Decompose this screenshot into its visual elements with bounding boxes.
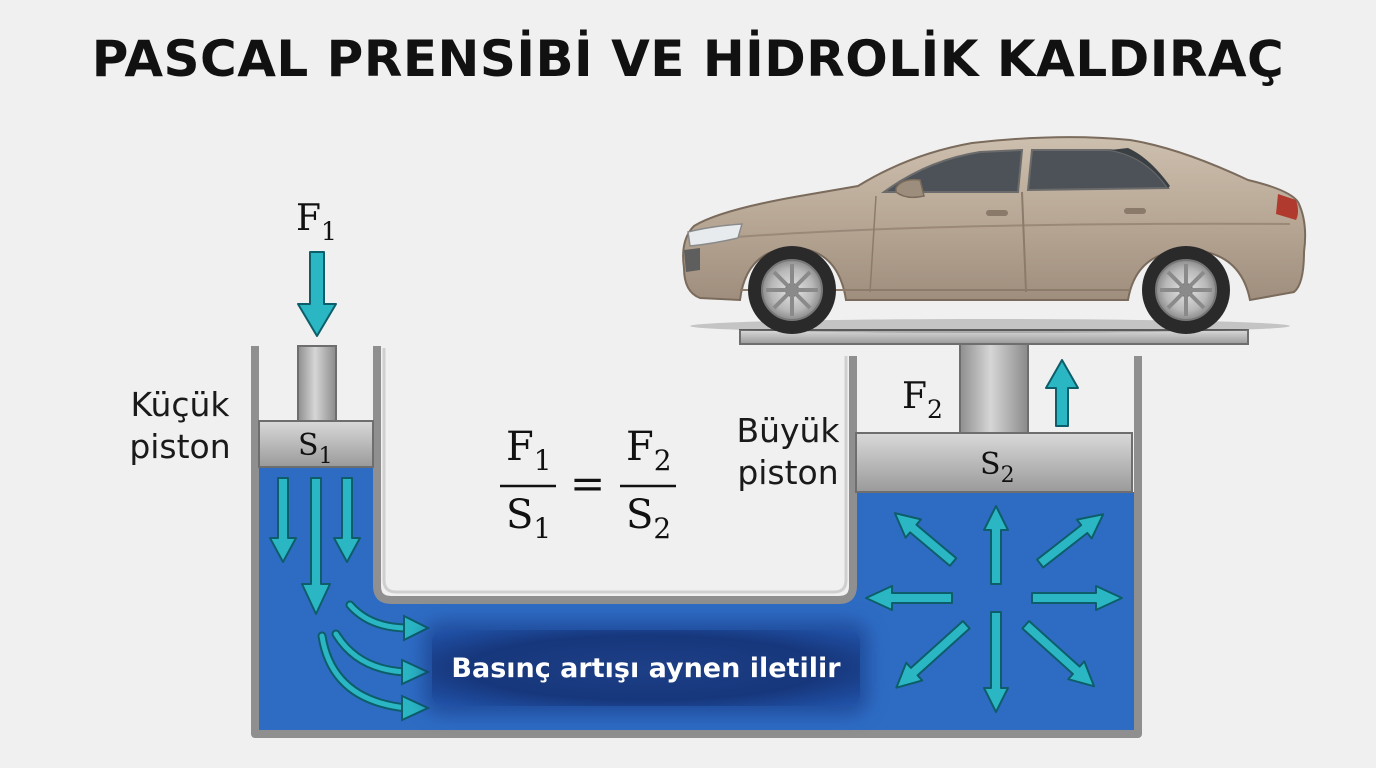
large-piston-head <box>855 432 1133 493</box>
large-piston: S2 <box>739 329 1249 493</box>
large-piston-area-label: S2 <box>980 447 1015 488</box>
large-piston-label: Büyük piston <box>736 410 840 494</box>
force-f2-label: F2 <box>902 376 943 424</box>
small-piston-area-label: S1 <box>298 428 333 469</box>
small-cylinder-flow-arrows <box>269 477 361 615</box>
large-piston-label-line1: Büyük <box>736 411 840 450</box>
large-piston-rod <box>959 343 1029 435</box>
vessel-outer-wall <box>251 346 1142 738</box>
formula-left-denominator: S1 <box>506 492 551 545</box>
car-rear-wheel <box>1142 246 1230 334</box>
small-piston-rod <box>297 345 337 423</box>
channel-flow-arrows <box>317 600 431 722</box>
large-piston-label-line2: piston <box>737 453 839 492</box>
small-piston-label-line1: Küçük <box>130 385 230 424</box>
pressure-transmission-banner: Basınç artışı aynen iletilir <box>432 630 860 706</box>
formula-right-numerator: F2 <box>626 424 672 477</box>
car-front-wheel <box>748 246 836 334</box>
radial-pressure-arrows <box>865 505 1123 713</box>
vessel-inner-wall <box>373 346 857 604</box>
formula-equals: = <box>570 459 605 508</box>
pascal-formula: F1 S1 = F2 S2 <box>500 424 676 545</box>
force-f1-label: F1 <box>296 198 337 246</box>
page-title: PASCAL PRENSİBİ VE HİDROLİK KALDIRAÇ <box>91 30 1285 88</box>
force-f2-arrow <box>1045 359 1079 427</box>
car <box>682 136 1307 334</box>
force-f1-arrow <box>297 251 337 337</box>
small-piston-label: Küçük piston <box>128 384 232 468</box>
small-piston-label-line2: piston <box>129 427 231 466</box>
small-piston-head <box>258 420 374 468</box>
small-piston: S1 <box>258 345 374 469</box>
formula-right-denominator: S2 <box>626 492 671 545</box>
formula-left-numerator: F1 <box>506 424 552 477</box>
